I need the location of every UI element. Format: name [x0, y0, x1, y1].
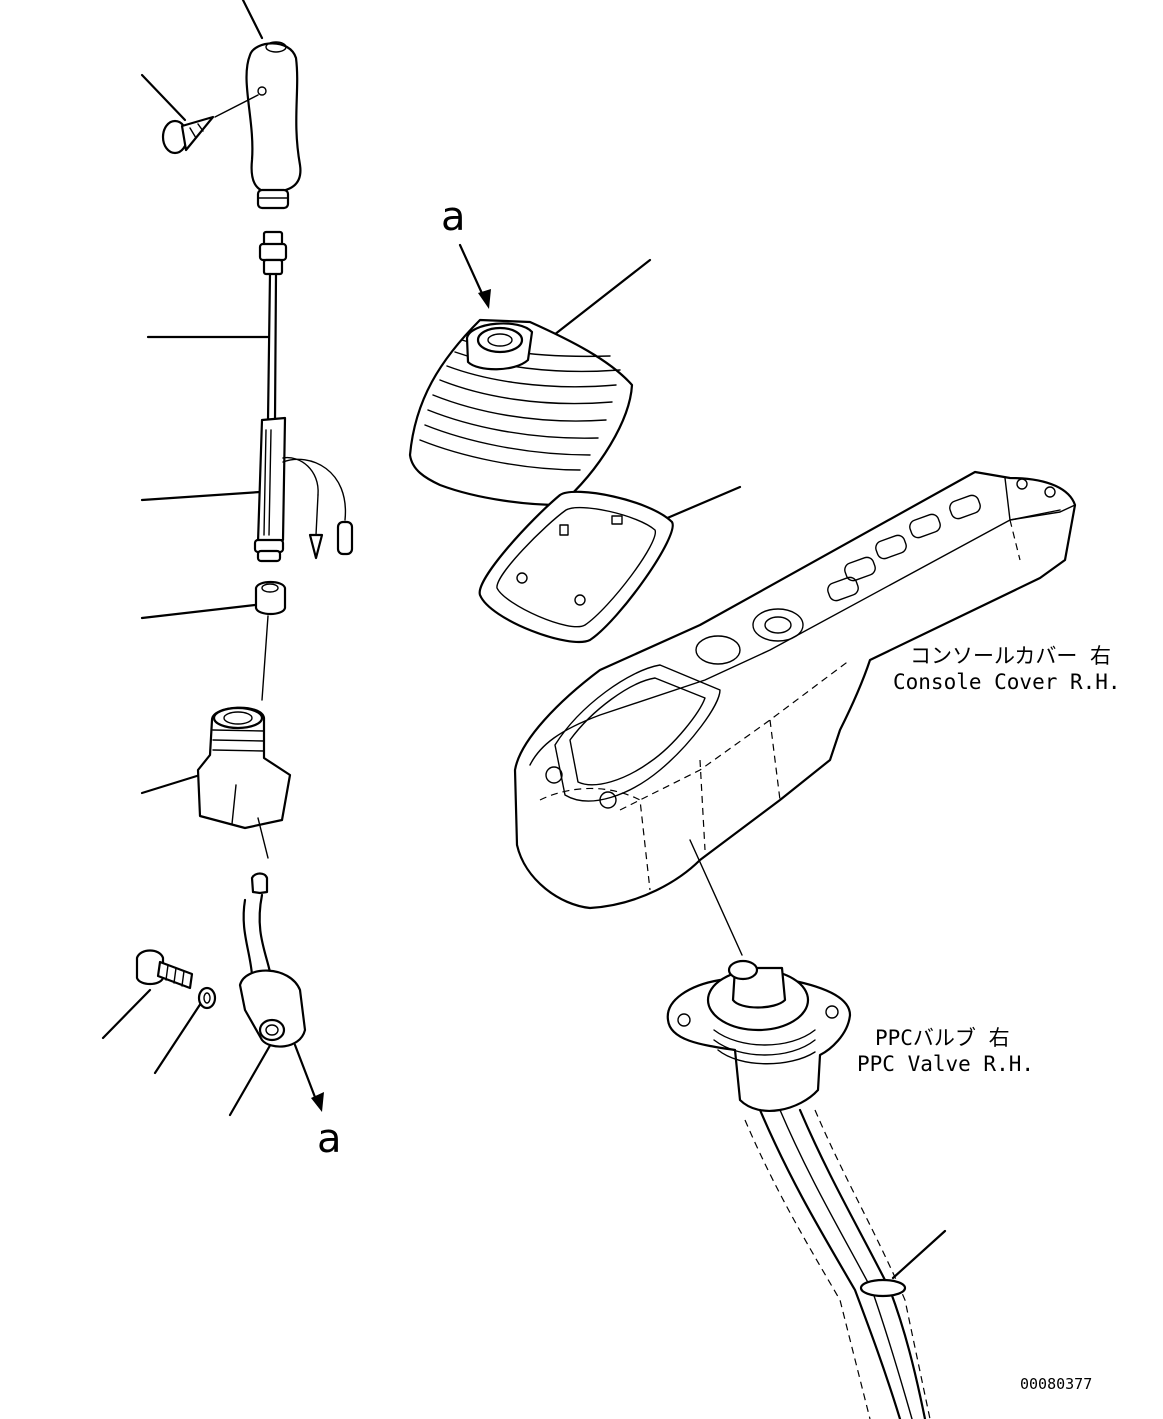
arrow-a-top	[458, 243, 491, 309]
control-lever	[238, 872, 307, 1048]
boot-retainer-frame	[478, 490, 674, 643]
ppc-valve-en-label: PPC Valve R.H.	[857, 1052, 1034, 1076]
clevis-bolt	[135, 949, 194, 990]
drawing-number: 00080377	[1020, 1375, 1092, 1393]
console-cover-jp-label: コンソールカバー 右	[910, 644, 1111, 668]
grip-screw	[161, 94, 259, 155]
bottom-view-arrow	[293, 1043, 324, 1112]
switch-wire-assembly	[253, 230, 354, 563]
leader-lines	[101, 0, 947, 1280]
assembly-line	[689, 839, 743, 956]
lever-grip	[245, 41, 302, 210]
console-cover	[513, 470, 1077, 910]
lower-boot	[196, 706, 292, 859]
top-arrow-label: a	[441, 194, 466, 240]
bellows-boot	[408, 318, 634, 507]
bottom-arrow-label: a	[317, 1116, 342, 1162]
ppc-valve-jp-label: PPCバルブ 右	[875, 1026, 1010, 1050]
console-cover-en-label: Console Cover R.H.	[893, 670, 1121, 694]
text-labels: a a コンソールカバー 右 Console Cover R.H. PPCバルブ…	[317, 194, 1121, 1393]
lock-nut	[254, 580, 287, 701]
ppc-valve	[666, 959, 931, 1419]
washer	[197, 986, 217, 1010]
